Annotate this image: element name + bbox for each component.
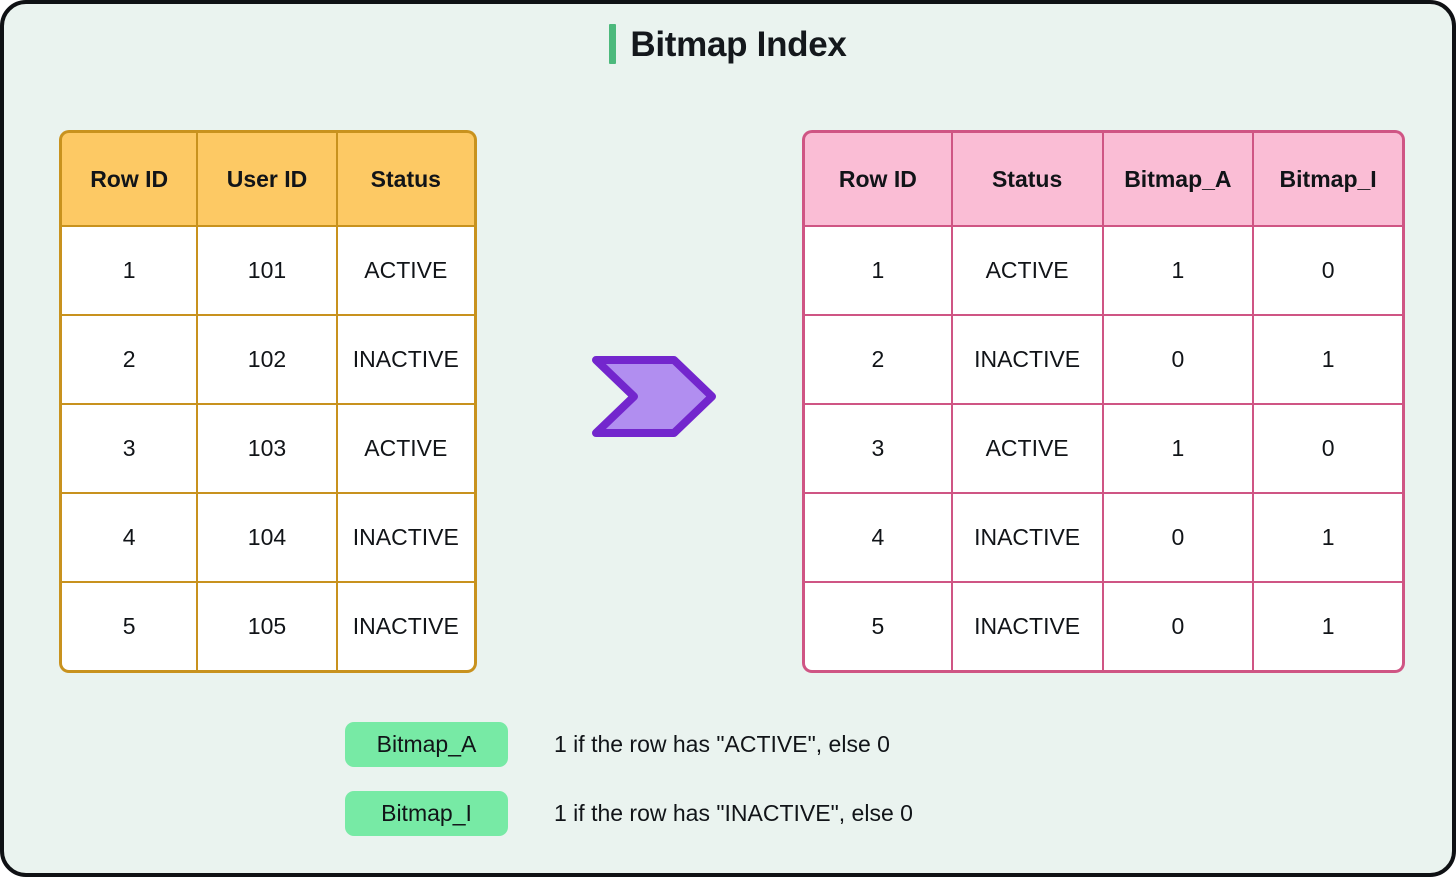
column-header-row-id: Row ID xyxy=(59,130,199,227)
table-header-row: Row ID Status Bitmap_A Bitmap_I xyxy=(802,130,1405,227)
title-accent-bar xyxy=(609,24,617,64)
column-header-status: Status xyxy=(952,130,1104,227)
cell-user-id: 101 xyxy=(198,227,338,316)
cell-user-id: 105 xyxy=(198,583,338,673)
cell-row-id: 3 xyxy=(802,405,953,494)
table-row: 5 105 INACTIVE xyxy=(59,583,477,673)
legend-description-bitmap-a: 1 if the row has "ACTIVE", else 0 xyxy=(554,731,890,757)
cell-status: INACTIVE xyxy=(952,316,1104,405)
bitmap-table-head: Row ID Status Bitmap_A Bitmap_I xyxy=(802,130,1405,227)
cell-status: INACTIVE xyxy=(952,494,1104,583)
cell-status: ACTIVE xyxy=(952,405,1104,494)
cell-status: INACTIVE xyxy=(337,583,477,673)
table-row: 5 INACTIVE 0 1 xyxy=(802,583,1405,673)
cell-bitmap-i: 0 xyxy=(1254,405,1405,494)
chevron-right-arrow-icon xyxy=(590,354,718,439)
cell-bitmap-a: 0 xyxy=(1103,494,1255,583)
cell-row-id: 5 xyxy=(59,583,199,673)
cell-status: ACTIVE xyxy=(337,405,477,494)
cell-bitmap-a: 1 xyxy=(1103,227,1255,316)
table-row: 3 103 ACTIVE xyxy=(59,405,477,494)
legend-item-bitmap-a: Bitmap_A 1 if the row has "ACTIVE", else… xyxy=(345,722,913,767)
page-title: Bitmap Index xyxy=(630,24,847,64)
cell-row-id: 2 xyxy=(802,316,953,405)
table-row: 3 ACTIVE 1 0 xyxy=(802,405,1405,494)
cell-bitmap-i: 1 xyxy=(1254,494,1405,583)
cell-row-id: 1 xyxy=(59,227,199,316)
cell-status: ACTIVE xyxy=(952,227,1104,316)
cell-bitmap-i: 1 xyxy=(1254,316,1405,405)
legend-item-bitmap-i: Bitmap_I 1 if the row has "INACTIVE", el… xyxy=(345,791,913,836)
source-table: Row ID User ID Status 1 101 ACTIVE 2 102… xyxy=(59,130,477,673)
cell-status: INACTIVE xyxy=(337,494,477,583)
bitmap-table: Row ID Status Bitmap_A Bitmap_I 1 ACTIVE… xyxy=(802,130,1405,673)
column-header-bitmap-a: Bitmap_A xyxy=(1103,130,1255,227)
column-header-row-id: Row ID xyxy=(802,130,953,227)
column-header-bitmap-i: Bitmap_I xyxy=(1254,130,1405,227)
column-header-user-id: User ID xyxy=(198,130,338,227)
cell-row-id: 2 xyxy=(59,316,199,405)
cell-bitmap-a: 0 xyxy=(1103,583,1255,673)
table-row: 4 104 INACTIVE xyxy=(59,494,477,583)
cell-status: INACTIVE xyxy=(337,316,477,405)
source-table-head: Row ID User ID Status xyxy=(59,130,477,227)
page-title-container: Bitmap Index xyxy=(4,24,1452,64)
legend-badge-bitmap-i: Bitmap_I xyxy=(345,791,508,836)
legend-badge-bitmap-a: Bitmap_A xyxy=(345,722,508,767)
cell-row-id: 4 xyxy=(59,494,199,583)
cell-row-id: 3 xyxy=(59,405,199,494)
cell-user-id: 104 xyxy=(198,494,338,583)
table-row: 1 ACTIVE 1 0 xyxy=(802,227,1405,316)
legend: Bitmap_A 1 if the row has "ACTIVE", else… xyxy=(345,722,913,836)
table-row: 2 INACTIVE 0 1 xyxy=(802,316,1405,405)
bitmap-table-body: 1 ACTIVE 1 0 2 INACTIVE 0 1 3 ACTIVE 1 0… xyxy=(802,227,1405,673)
cell-row-id: 5 xyxy=(802,583,953,673)
cell-bitmap-a: 0 xyxy=(1103,316,1255,405)
cell-row-id: 1 xyxy=(802,227,953,316)
cell-user-id: 103 xyxy=(198,405,338,494)
table-header-row: Row ID User ID Status xyxy=(59,130,477,227)
cell-bitmap-i: 0 xyxy=(1254,227,1405,316)
cell-bitmap-i: 1 xyxy=(1254,583,1405,673)
table-row: 2 102 INACTIVE xyxy=(59,316,477,405)
column-header-status: Status xyxy=(337,130,477,227)
legend-description-bitmap-i: 1 if the row has "INACTIVE", else 0 xyxy=(554,800,913,826)
cell-status: INACTIVE xyxy=(952,583,1104,673)
cell-status: ACTIVE xyxy=(337,227,477,316)
table-row: 1 101 ACTIVE xyxy=(59,227,477,316)
table-row: 4 INACTIVE 0 1 xyxy=(802,494,1405,583)
cell-bitmap-a: 1 xyxy=(1103,405,1255,494)
cell-user-id: 102 xyxy=(198,316,338,405)
cell-row-id: 4 xyxy=(802,494,953,583)
source-table-body: 1 101 ACTIVE 2 102 INACTIVE 3 103 ACTIVE… xyxy=(59,227,477,673)
